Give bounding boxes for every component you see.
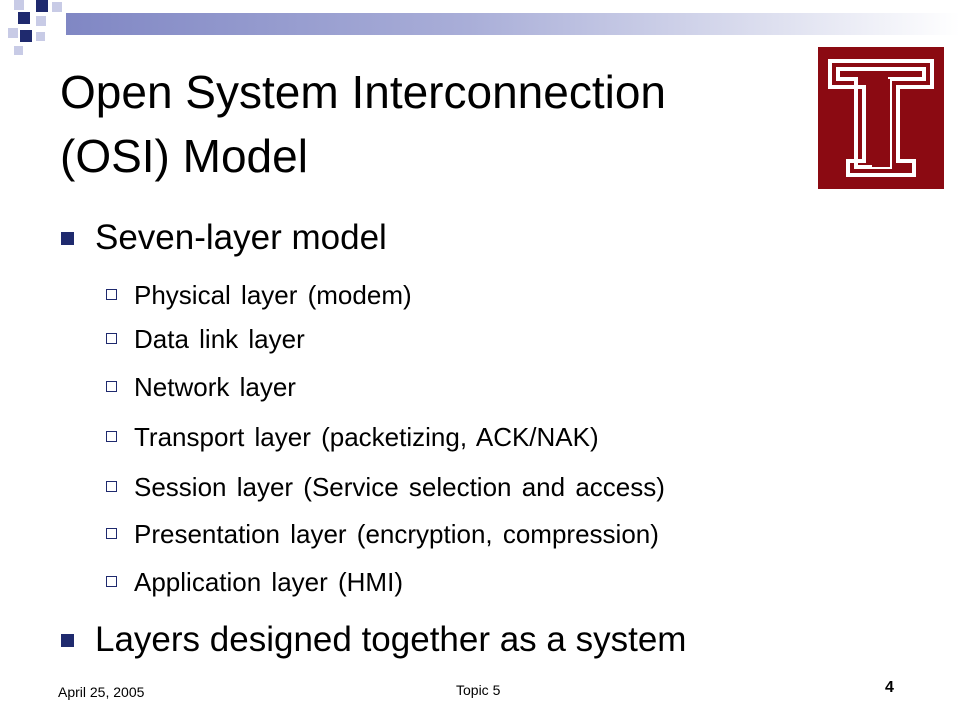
header-gradient-bar [66, 13, 960, 35]
sub-bullet-text: Application layer (HMI) [134, 567, 403, 597]
footer-topic: Topic 5 [456, 682, 501, 698]
hollow-square-bullet-icon [106, 289, 117, 300]
page-number: 4 [885, 679, 894, 696]
sub-bullet-text: Session layer (Service selection and acc… [134, 472, 665, 502]
sub-bullet-text: Physical layer (modem) [134, 280, 412, 310]
slide-title-line-1: Open System Interconnection [60, 66, 666, 118]
bullet-text: Layers designed together as a system [95, 620, 687, 659]
slide-title-line-2: (OSI) Model [60, 130, 308, 182]
sub-bullet-text: Data link layer [134, 324, 305, 354]
corner-decoration [8, 0, 62, 55]
hollow-square-bullet-icon [106, 576, 117, 587]
slide-title: Open System Interconnection (OSI) Model [60, 60, 800, 188]
hollow-square-bullet-icon [106, 431, 117, 442]
filled-square-bullet-icon [61, 634, 74, 647]
footer-date: April 25, 2005 [58, 684, 145, 700]
hollow-square-bullet-icon [106, 333, 117, 344]
sub-bullet-text: Network layer [134, 372, 296, 402]
filled-square-bullet-icon [61, 232, 74, 245]
hollow-square-bullet-icon [106, 481, 117, 492]
sub-bullet-text: Transport layer (packetizing, ACK/NAK) [134, 422, 599, 452]
temple-t-logo [818, 47, 944, 189]
hollow-square-bullet-icon [106, 381, 117, 392]
hollow-square-bullet-icon [106, 528, 117, 539]
bullet-text: Seven-layer model [95, 218, 387, 257]
sub-bullet-text: Presentation layer (encryption, compress… [134, 519, 659, 549]
